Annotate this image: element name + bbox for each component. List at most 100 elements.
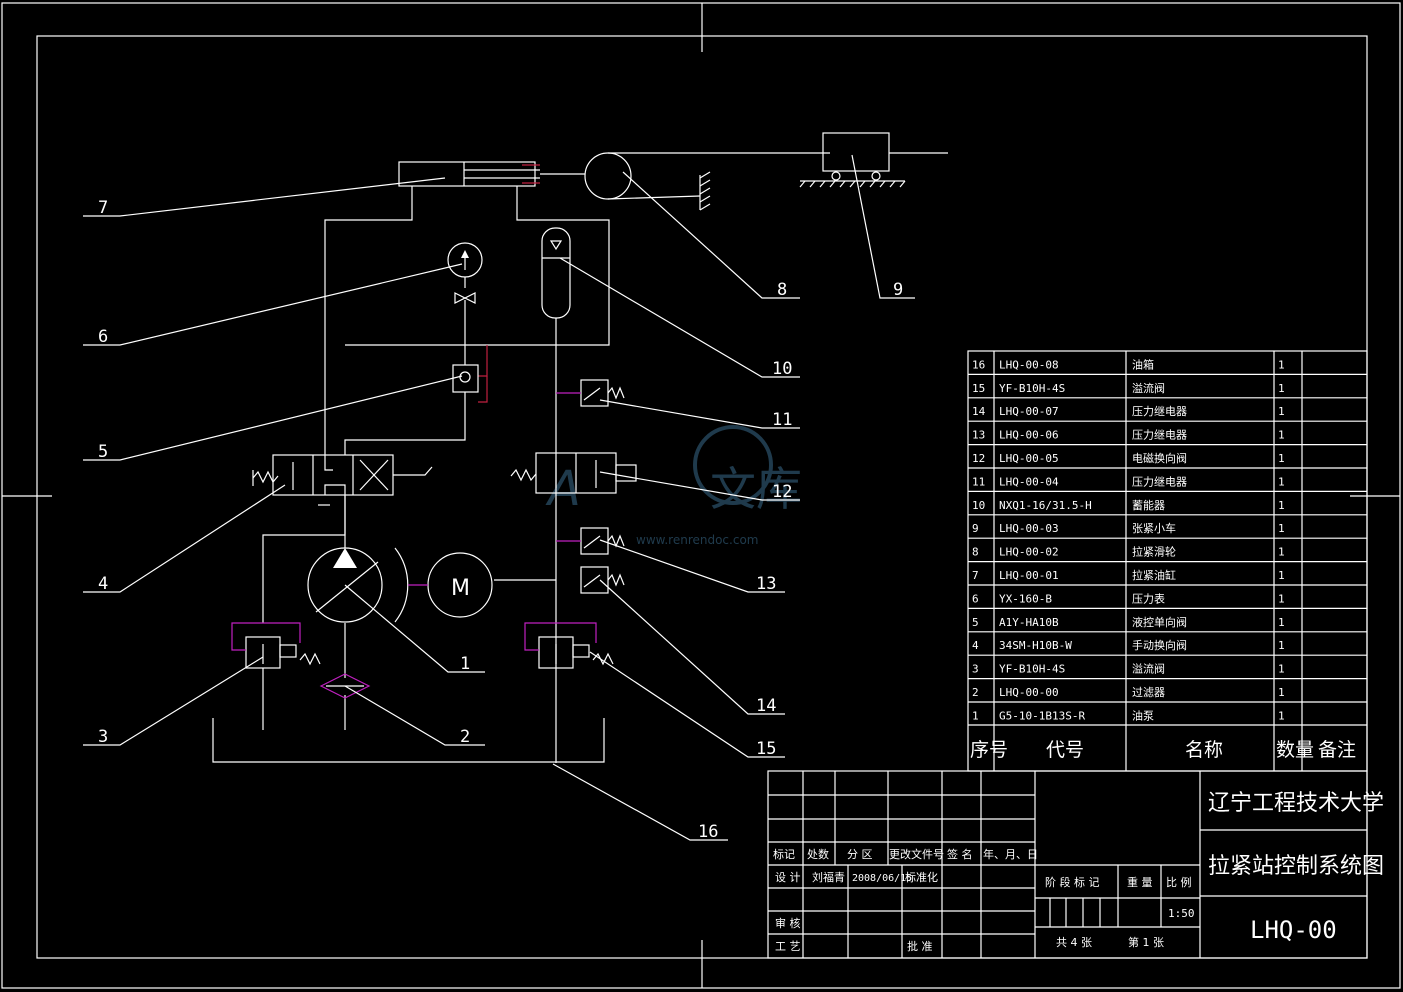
parts-row-code: LHQ-00-07 [999,405,1059,418]
designer: 刘福青 [812,870,845,884]
parts-row-name: 溢流阀 [1132,381,1165,395]
parts-row-code: LHQ-00-04 [999,475,1059,488]
scale-label: 比 例 [1166,875,1192,889]
parts-row-code: LHQ-00-08 [999,358,1059,371]
review-label: 审 核 [775,916,801,930]
parts-row-code: 34SM-H10B-W [999,639,1072,652]
drawing-number: LHQ-00 [1250,916,1337,944]
parts-row-qty: 1 [1278,499,1285,512]
callout-15: 15 [756,739,776,759]
parts-row-no: 10 [972,499,985,512]
stage-label: 阶 段 标 记 [1045,875,1100,889]
parts-row-qty: 1 [1278,569,1285,582]
design-date: 2008/06/15 [852,873,912,884]
parts-row-qty: 1 [1278,405,1285,418]
header-note: 备注 [1318,739,1356,761]
process-label: 工 艺 [775,940,801,953]
parts-row-qty: 1 [1278,429,1285,442]
parts-row-code: YX-160-B [999,592,1052,605]
parts-row-name: 压力继电器 [1132,429,1187,442]
callout-12: 12 [772,482,792,502]
rev-header-date: 年、月、日 [983,847,1038,861]
tension-cylinder [398,161,585,187]
title-block: 辽宁工程技术大学 拉紧站控制系统图 LHQ-00 标记 处数 分 区 更改文件号… [767,770,1384,959]
parts-row: 3 YF-B10H-4S 溢流阀 1 [972,662,1285,676]
parts-row-qty: 1 [1278,475,1285,488]
callout-2: 2 [460,727,470,747]
parts-row-qty: 1 [1278,616,1285,629]
parts-row-code: LHQ-00-00 [999,686,1059,699]
motor-label: M [451,576,470,601]
drawing-title: 拉紧站控制系统图 [1208,854,1384,879]
svg-text:A: A [545,461,581,517]
sheet-number: 第 1 张 [1128,935,1164,949]
parts-row-qty: 1 [1278,452,1285,465]
watermark-text: 文库 [710,462,802,516]
parts-row-qty: 1 [1278,663,1285,676]
callout-9: 9 [893,280,903,300]
callout-6: 6 [98,327,108,347]
parts-row: 15 YF-B10H-4S 溢流阀 1 [972,381,1285,395]
pressure-relay-13 [556,527,625,555]
parts-row-name: 张紧小车 [1132,521,1176,535]
callout-numbers: 7 6 5 4 3 2 1 8 9 10 11 12 13 14 15 16 [98,198,903,842]
parts-row-no: 3 [972,663,979,676]
inner-border [36,35,1368,959]
parts-row-qty: 1 [1278,592,1285,605]
parts-row-name: 溢流阀 [1132,662,1165,676]
parts-row-no: 14 [972,405,986,418]
parts-row-no: 13 [972,429,985,442]
callout-16: 16 [698,822,718,842]
rev-header-zone: 分 区 [847,848,873,861]
relief-valve-3 [231,622,321,669]
parts-row-name: 油泵 [1132,708,1154,722]
parts-row-qty: 1 [1278,382,1285,395]
header-name: 名称 [1185,739,1223,761]
accumulator [541,227,571,319]
parts-row-name: 压力继电器 [1132,405,1187,418]
rev-header-sign: 签 名 [947,847,973,861]
pressure-relay-14 [580,566,625,594]
rev-header-doc: 更改文件号 [889,847,944,861]
parts-row-name: 蓄能器 [1132,498,1165,512]
parts-row-code: LHQ-00-02 [999,546,1059,559]
parts-row-qty: 1 [1278,639,1285,652]
callout-8: 8 [777,280,787,300]
parts-row-qty: 1 [1278,358,1285,371]
parts-row-no: 11 [972,475,985,488]
parts-row-no: 15 [972,382,985,395]
manual-directional-valve [252,454,433,506]
parts-row-code: A1Y-HA10B [999,616,1059,629]
sheets-total: 共 4 张 [1056,936,1092,949]
parts-row-code: YF-B10H-4S [999,382,1065,395]
callout-3: 3 [98,727,108,747]
parts-row-code: YF-B10H-4S [999,663,1065,676]
parts-row-code: LHQ-00-06 [999,429,1059,442]
leader-lines [83,154,915,841]
watermark: A 文库 www.renrendoc.com [545,425,802,547]
parts-row-no: 2 [972,686,979,699]
solenoid-directional-valve [510,452,637,494]
parts-row-no: 16 [972,358,985,371]
header-no: 序号 [970,739,1008,761]
school-name: 辽宁工程技术大学 [1208,791,1384,816]
relief-valve-15 [524,622,614,669]
electric-motor: M [408,552,493,618]
parts-row-qty: 1 [1278,546,1285,559]
weight-label: 重 量 [1127,875,1153,889]
callout-13: 13 [756,574,776,594]
approve-label: 批 准 [907,939,933,953]
rev-header-mark: 标记 [773,847,795,861]
standard-label: 标准化 [905,870,938,884]
parts-row-name: 液控单向阀 [1132,615,1187,629]
parts-row-no: 6 [972,592,979,605]
